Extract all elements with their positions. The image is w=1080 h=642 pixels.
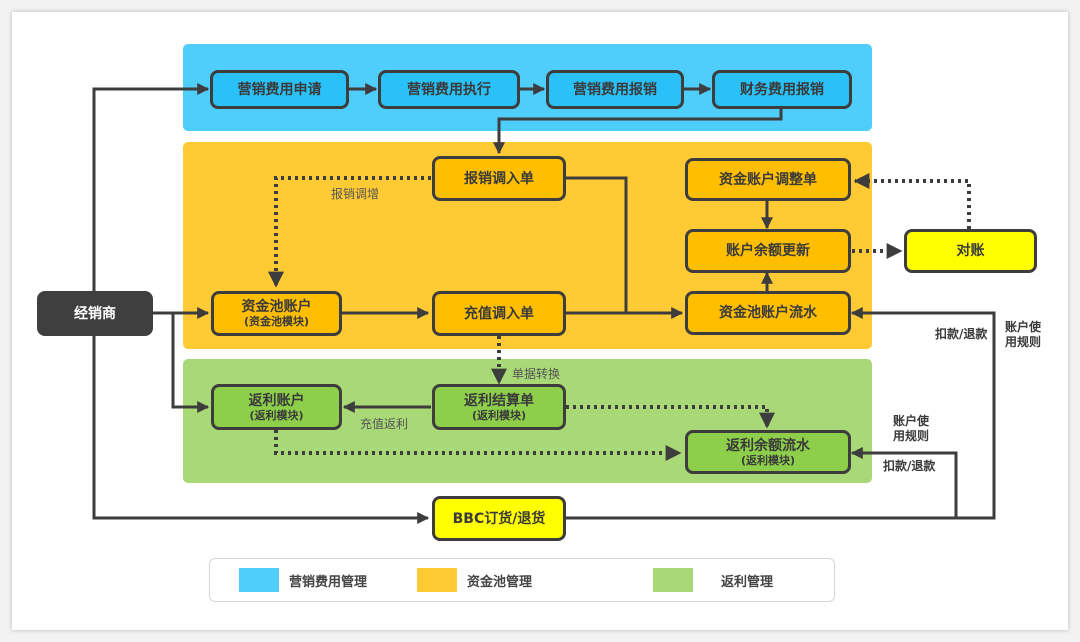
edge-reconcile-to-adjust-dotted — [853, 173, 971, 229]
legend-label: 资金池管理 — [467, 574, 533, 590]
label-fund-usage-rule: 账户使 用规则 — [1005, 320, 1041, 350]
node-label: 返利结算单 — [464, 392, 534, 409]
node-marketing-reimburse[interactable]: 营销费用报销 — [546, 70, 684, 109]
node-reimburse-transfer-in[interactable]: 报销调入单 — [432, 156, 566, 201]
node-label: 报销调入单 — [464, 170, 534, 187]
label-line: 账户使 — [893, 414, 930, 428]
node-recharge-transfer-in[interactable]: 充值调入单 — [432, 291, 566, 336]
label-line: 用规则 — [1005, 335, 1042, 349]
edge-dealer-to-mkt-apply — [92, 83, 210, 292]
edge-bbc-to-rebate-flow — [850, 447, 958, 518]
edge-reimburse-in-to-fund-flow — [566, 176, 628, 313]
node-sublabel: (返利模块) — [249, 408, 304, 422]
edge-reimburse-in-to-fund-account-dotted — [268, 176, 431, 288]
node-finance-reimburse[interactable]: 财务费用报销 — [712, 70, 852, 109]
node-fund-account-adjust[interactable]: 资金账户调整单 — [685, 158, 851, 201]
label-fund-deduct-refund: 扣款/退款 — [935, 327, 988, 341]
node-fund-pool-account[interactable]: 资金池账户 (资金池模块) — [211, 291, 342, 336]
legend-swatch — [653, 568, 693, 592]
legend-label: 返利管理 — [721, 574, 774, 590]
node-rebate-settlement[interactable]: 返利结算单 (返利模块) — [432, 384, 566, 430]
node-label: 对账 — [956, 243, 985, 259]
label-reimburse-increase: 报销调增 — [331, 187, 380, 201]
node-marketing-execute[interactable]: 营销费用执行 — [378, 70, 520, 109]
node-label: 营销费用报销 — [573, 81, 657, 98]
node-reconcile[interactable]: 对账 — [904, 229, 1037, 273]
node-label: 财务费用报销 — [740, 81, 824, 98]
node-dealer[interactable]: 经销商 — [37, 291, 153, 336]
edge-dealer-to-bbc — [92, 336, 430, 524]
edge-settle-to-rebate-flow-dotted — [566, 405, 775, 429]
node-label: 资金池账户流水 — [719, 305, 817, 321]
legend-item-fund-pool: 资金池管理 — [417, 568, 532, 592]
node-label: 营销费用执行 — [407, 81, 491, 98]
legend-swatch — [239, 568, 279, 592]
node-sublabel: (返利模块) — [471, 408, 527, 422]
node-label: 账户余额更新 — [726, 243, 810, 259]
legend-item-rebate: 返利管理 — [653, 568, 773, 592]
node-sublabel: (资金池模块) — [243, 315, 310, 328]
legend-swatch — [417, 568, 457, 592]
node-bbc-order-return[interactable]: BBC订货/退货 — [432, 496, 566, 541]
node-rebate-account[interactable]: 返利账户 (返利模块) — [211, 384, 342, 430]
node-label: 经销商 — [74, 305, 116, 322]
label-rebate-usage-rule: 账户使 用规则 — [893, 414, 929, 444]
node-fund-pool-flow[interactable]: 资金池账户流水 — [685, 291, 851, 335]
edge-fin-to-reimburse-in — [493, 109, 783, 155]
label-recharge-rebate: 充值返利 — [360, 417, 409, 431]
edge-dealer-to-rebate-account — [171, 313, 210, 413]
label-line: 账户使 — [1005, 320, 1042, 334]
node-rebate-balance-flow[interactable]: 返利余额流水 (返利模块) — [685, 430, 851, 474]
edge-bbc-to-fund-flow — [566, 307, 996, 520]
node-balance-update[interactable]: 账户余额更新 — [685, 229, 851, 273]
node-label: 营销费用申请 — [237, 81, 322, 98]
node-label: 返利账户 — [248, 392, 305, 409]
node-label: BBC订货/退货 — [452, 510, 546, 527]
edge-rebate-account-to-rebate-flow-dotted — [274, 430, 682, 461]
node-label: 充值调入单 — [464, 305, 534, 322]
node-label: 返利余额流水 — [726, 437, 810, 454]
node-label: 资金池账户 — [241, 299, 312, 315]
legend: 营销费用管理 资金池管理 返利管理 — [209, 558, 835, 602]
node-marketing-apply[interactable]: 营销费用申请 — [210, 70, 349, 109]
legend-label: 营销费用管理 — [289, 574, 368, 590]
node-label: 资金账户调整单 — [719, 171, 817, 188]
legend-item-marketing: 营销费用管理 — [239, 568, 367, 592]
label-line: 用规则 — [893, 429, 930, 443]
node-sublabel: (返利模块) — [740, 453, 796, 467]
label-rebate-deduct-refund: 扣款/退款 — [883, 459, 936, 473]
label-doc-convert: 单据转换 — [512, 367, 561, 381]
